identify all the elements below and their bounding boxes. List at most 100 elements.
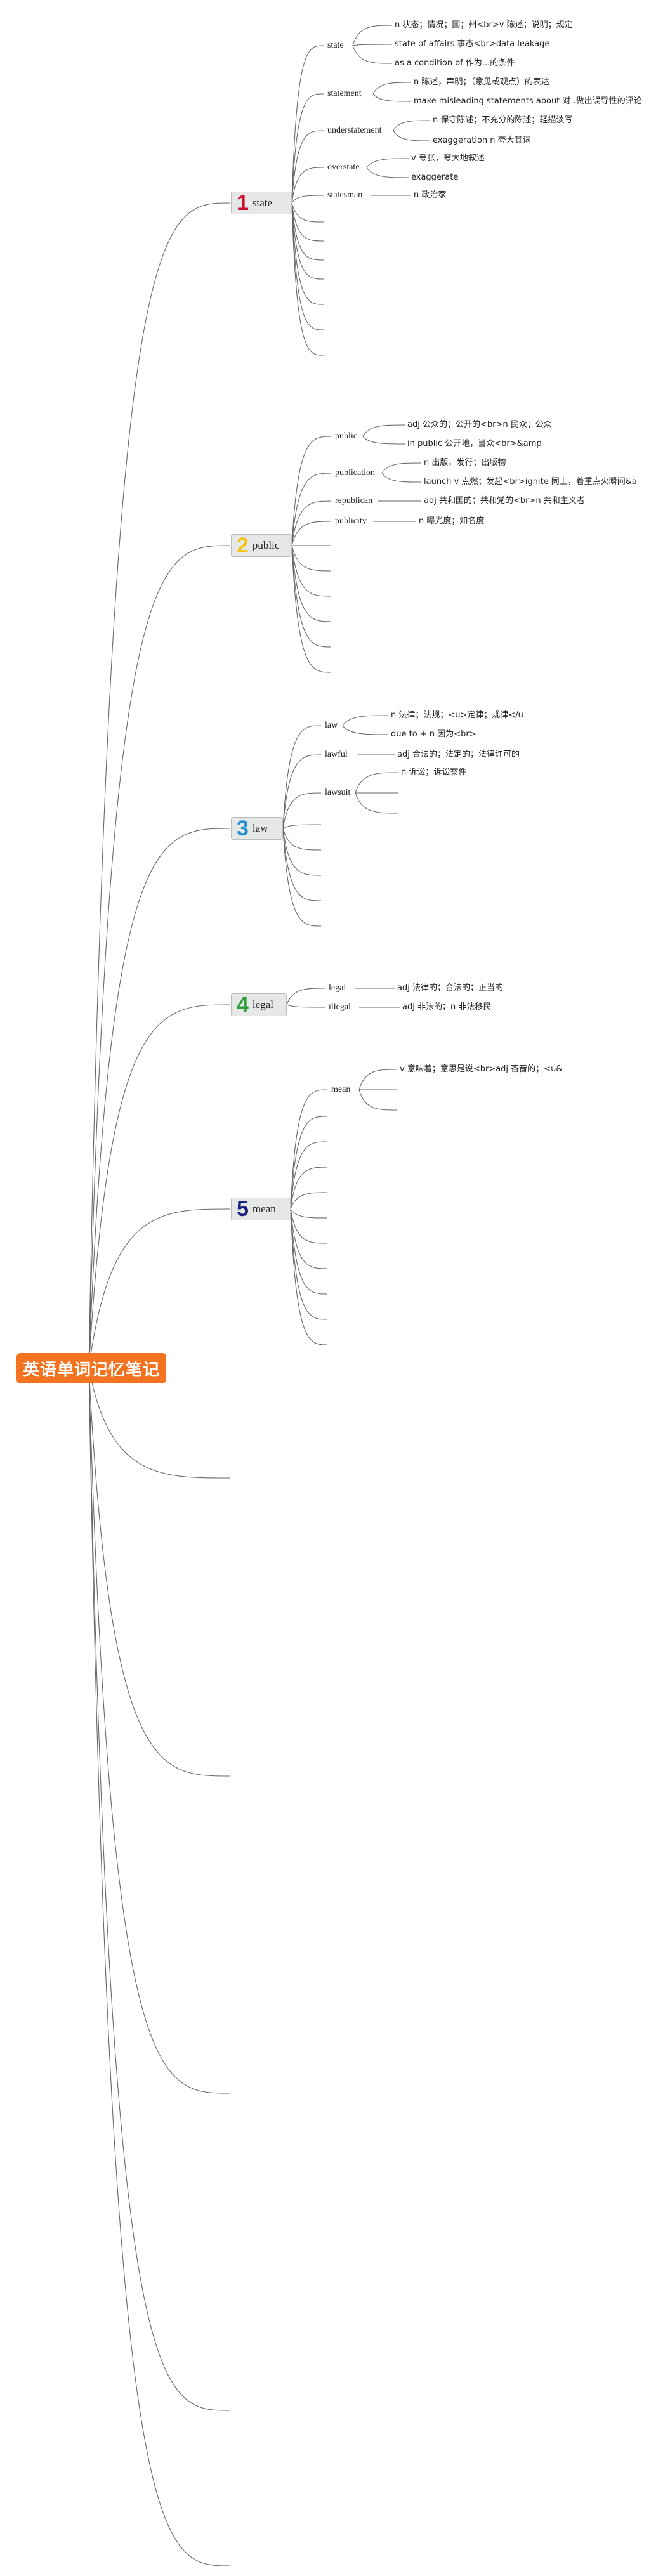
word-branch-line [291,202,324,261]
topic-legal[interactable]: 4 legal [231,993,287,1016]
word-overstate[interactable]: overstate [327,162,360,172]
topic-number-badge: 5 [237,1197,249,1221]
definition-branch-line [372,82,412,95]
word-illegal[interactable]: illegal [329,1002,351,1012]
word-public[interactable]: public [335,431,357,441]
definition-branch-line [358,1069,398,1090]
topic-number-badge: 3 [237,816,249,840]
topic-number-badge: 2 [237,533,249,558]
definition[interactable]: n 诉讼；诉讼案件 [401,768,467,777]
root-branch-line [88,1368,230,2566]
word-branch-line [291,202,324,280]
definition[interactable]: n 法律；法规；<u>定律；规律</u [391,710,523,720]
word-branch-line [290,1208,328,1219]
root-topic[interactable]: 英语单词记忆笔记 [16,1353,166,1383]
definition-branch-line [342,725,389,735]
word-mean[interactable]: mean [331,1085,351,1094]
definition[interactable]: in public 公开地，当众<br>&amp [407,439,542,448]
word-branch-line [291,202,324,305]
definition-branch-line [362,436,405,445]
definition[interactable]: n 状态；情况；国；州<br>v 陈述；说明；规定 [395,20,573,30]
definition[interactable]: adj 非法的；n 非法移民 [402,1002,492,1012]
word-republican[interactable]: republican [335,496,373,506]
word-branch-line [291,545,332,622]
topic-mean[interactable]: 5 mean [231,1198,291,1220]
word-branch-line [291,45,324,204]
word-publication[interactable]: publication [335,468,375,478]
definition[interactable]: adj 公众的；公开的<br>n 民众；公众 [407,420,552,429]
word-lawful[interactable]: lawful [325,750,348,759]
word-branch-line [290,1208,328,1295]
definition[interactable]: adj 共和国的；共和党的<br>n 共和主义者 [424,496,585,506]
definition[interactable]: due to + n 因为<br> [391,729,476,739]
definition-branch-line [342,715,389,726]
root-branch-line [88,545,230,1369]
word-branch-line [291,202,324,330]
definition[interactable]: as a condition of 作为...的条件 [395,58,515,68]
word-understatement[interactable]: understatement [327,126,382,135]
definition[interactable]: v 意味着；意思是说<br>adj 吝啬的；<u& [400,1064,563,1074]
definition-branch-line [355,792,399,814]
word-statesman[interactable]: statesman [327,190,363,200]
topic-number-badge: 4 [237,993,249,1017]
topic-label: law [252,822,268,834]
word-branch-line [282,828,322,851]
definition-branch-line [352,25,393,46]
root-branch-line [88,1004,230,1369]
root-branch-line [88,1368,230,2094]
definition[interactable]: n 陈述，声明；（意见或观点）的表达 [414,77,549,87]
word-state[interactable]: state [327,41,344,50]
word-branch-line [291,202,324,223]
word-branch-line [291,195,324,204]
definition[interactable]: adj 法律的；合法的；正当的 [397,983,503,993]
definition[interactable]: n 保守陈述；不充分的陈述；轻描淡写 [433,115,573,125]
definition-branch-line [362,424,405,437]
definition[interactable]: exaggerate [411,173,459,182]
definition-branch-line [355,772,399,794]
definition-branch-line [381,473,422,483]
definition[interactable]: n 出版，发行；出版物 [424,458,506,467]
definition[interactable]: state of affairs 事态<br>data leakage [395,39,550,49]
word-branch-line [290,1192,328,1210]
definition[interactable]: launch v 点燃；发起<br>ignite 同上，着重点火瞬间&a [424,477,637,487]
word-branch-line [286,1004,325,1008]
topic-public[interactable]: 2 public [231,534,292,557]
word-statement[interactable]: statement [327,89,362,98]
word-branch-line [291,545,332,673]
definition[interactable]: exaggeration n 夸大其词 [433,136,531,145]
definition-branch-line [358,1089,398,1111]
definition-branch-line [352,45,393,64]
root-branch-line [88,1368,230,1777]
root-branch-line [88,1368,230,2411]
word-branch-line [290,1089,328,1210]
definition[interactable]: v 夸张，夸大地叙述 [411,154,485,163]
definition[interactable]: adj 合法的；法定的；法律许可的 [397,750,520,759]
word-branch-line [290,1167,328,1210]
word-branch-line [282,754,322,829]
word-legal[interactable]: legal [329,983,346,993]
word-branch-line [290,1208,328,1244]
definition-branch-line [372,93,412,102]
word-branch-line [291,130,324,204]
definition[interactable]: make misleading statements about 对..做出误导… [414,96,642,106]
word-branch-line [291,93,324,204]
word-branch-line [290,1208,328,1320]
definition[interactable]: n 曝光度；知名度 [419,516,485,526]
word-lawsuit[interactable]: lawsuit [325,788,351,797]
definition[interactable]: n 政治家 [414,190,447,200]
topic-law[interactable]: 3 law [231,817,283,840]
word-branch-line [290,1208,328,1345]
root-branch-line [88,828,230,1369]
word-branch-line [290,1208,328,1269]
word-branch-line [282,792,322,829]
root-branch-line [88,1368,230,1479]
word-publicity[interactable]: publicity [335,516,367,526]
word-branch-line [291,545,332,648]
word-branch-line [282,828,322,876]
topic-state[interactable]: 1 state [231,192,292,214]
word-law[interactable]: law [325,721,338,730]
word-branch-line [291,545,332,572]
word-branch-line [282,828,322,901]
word-branch-line [290,1116,328,1210]
word-branch-line [282,725,322,829]
